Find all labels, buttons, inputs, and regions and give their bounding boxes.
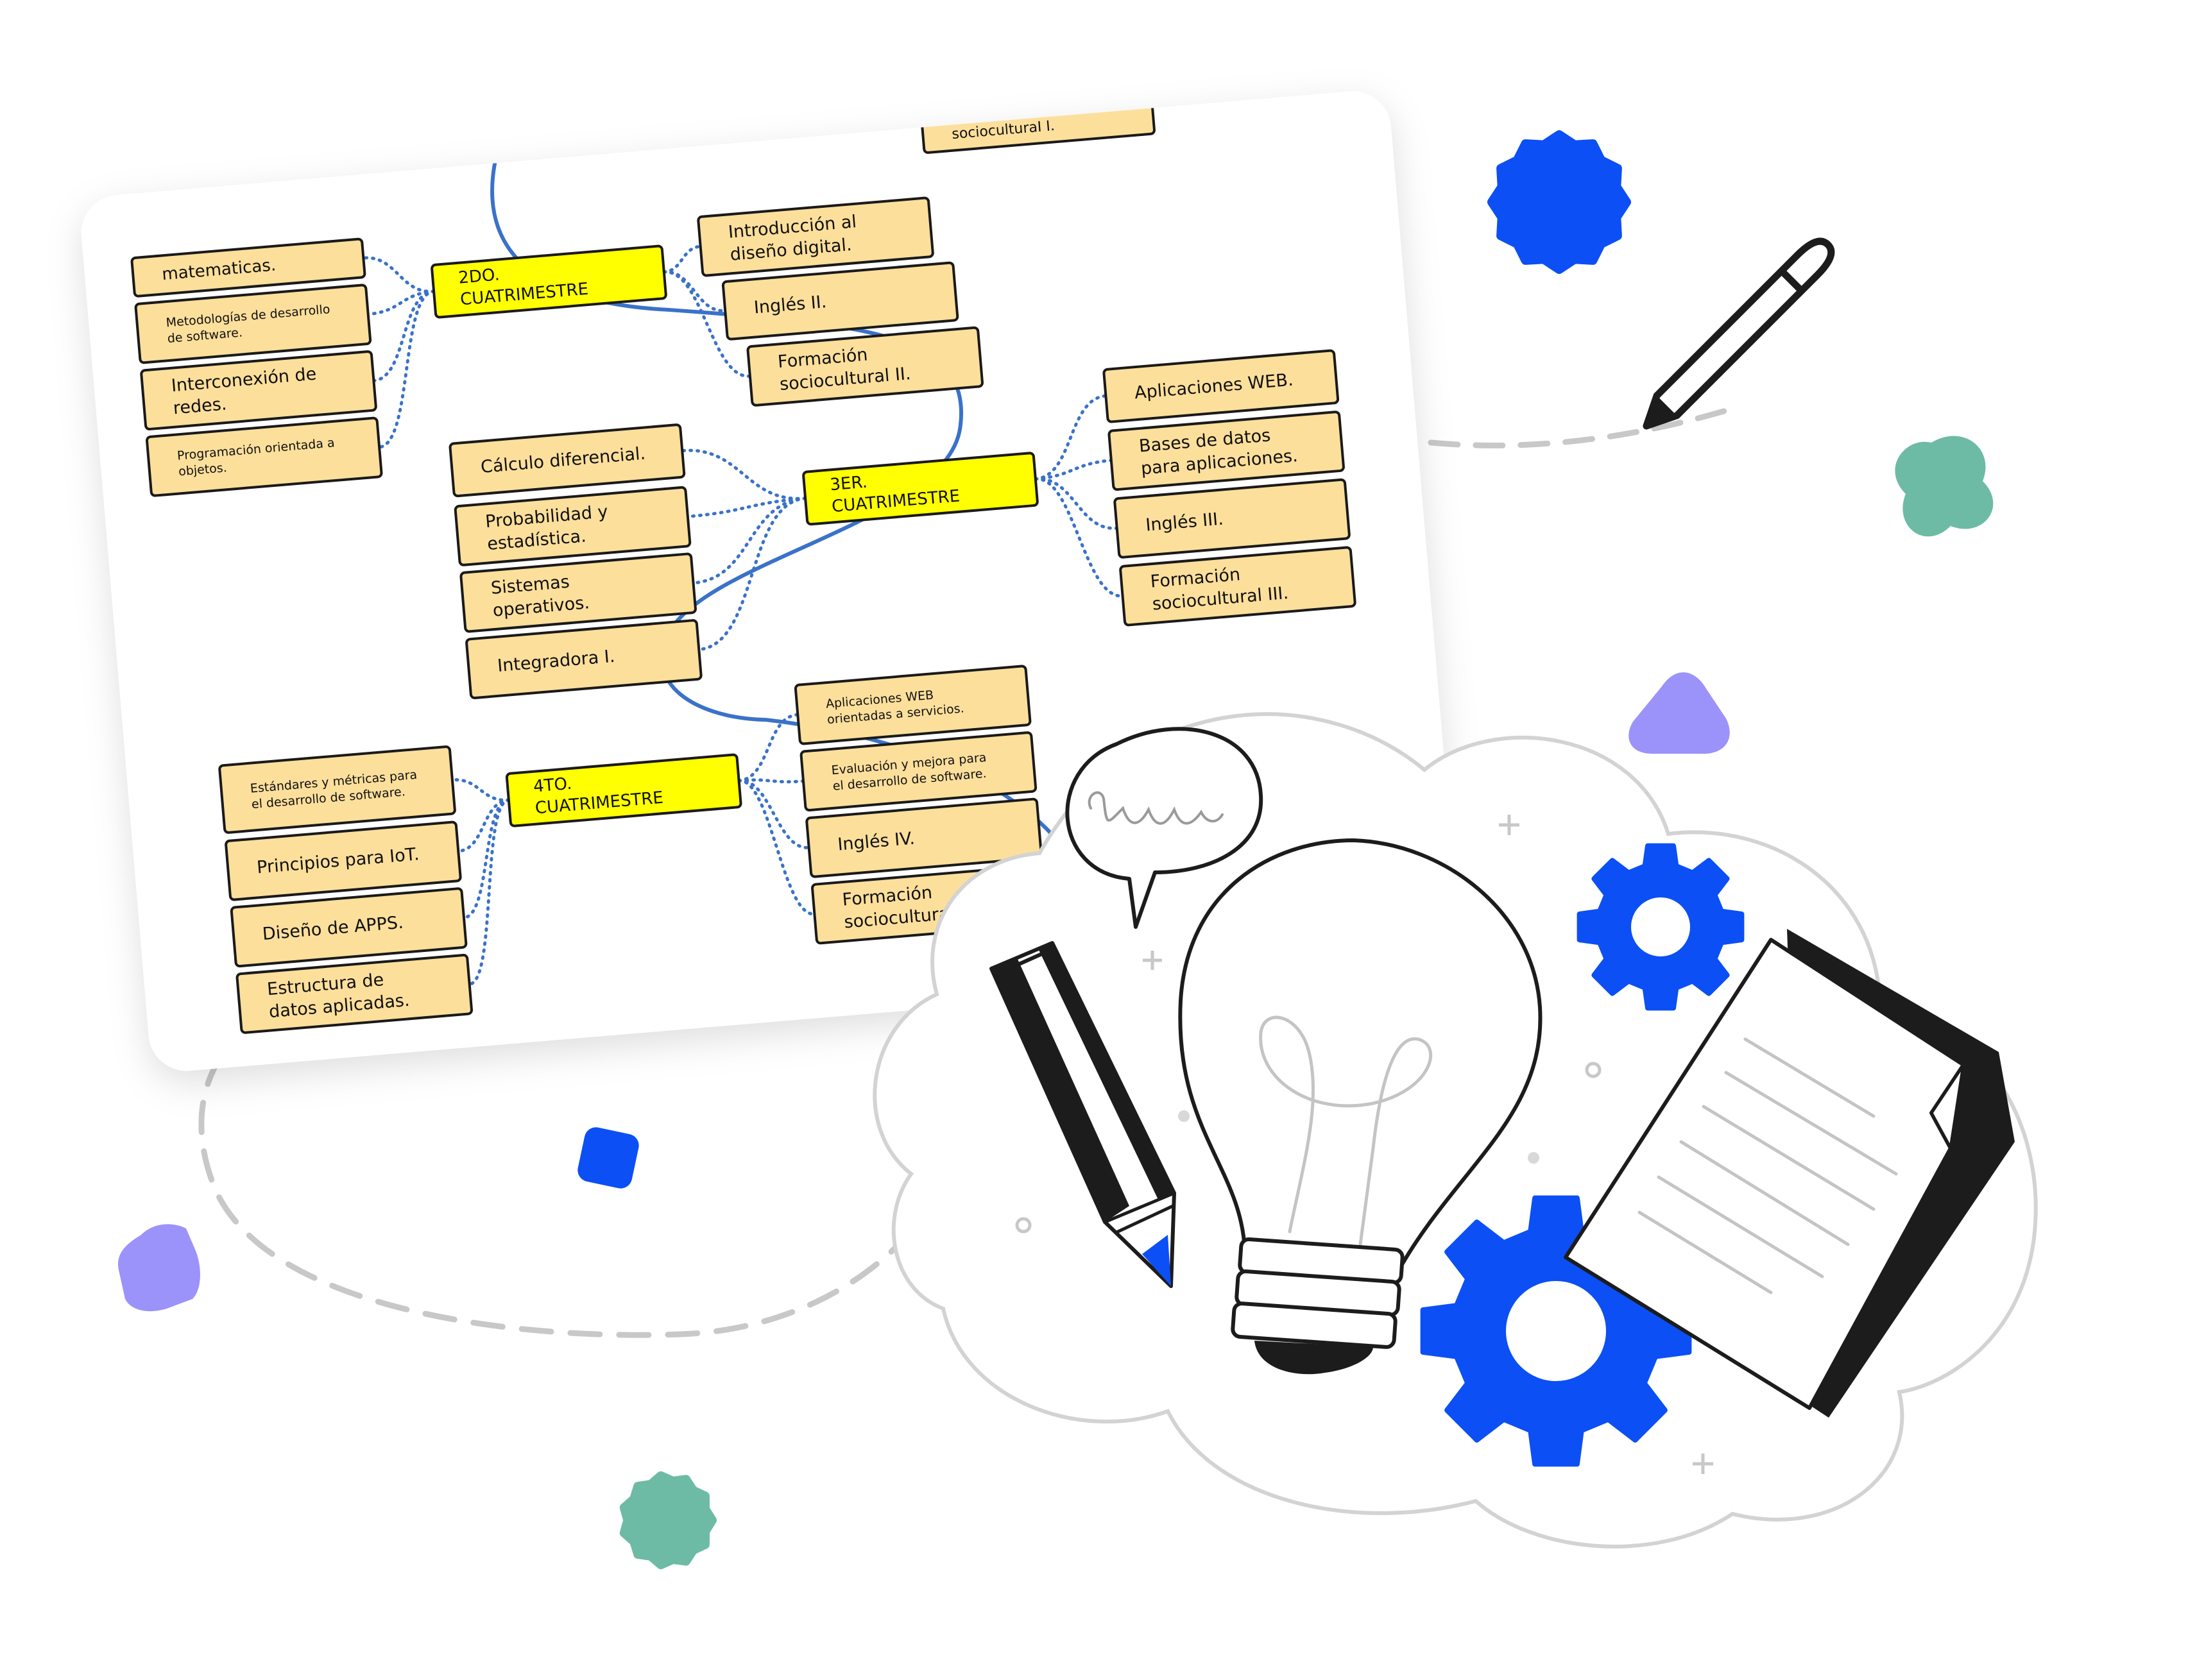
topic-node-box [1107, 411, 1345, 491]
topic-node-box [1102, 349, 1340, 423]
connector-line [692, 496, 807, 585]
connector-line [361, 256, 436, 293]
dashed-path-top [1428, 407, 1729, 448]
semester-hub-label: 3ER. [829, 473, 868, 495]
topic-node[interactable]: Aplicaciones WEB. [1102, 349, 1340, 423]
semester-hub-box [431, 244, 667, 319]
topic-node[interactable]: Diseño de APPS. [230, 887, 468, 968]
topic-node[interactable]: Inglés IV. [805, 797, 1043, 878]
topic-node[interactable]: matematicas. [130, 237, 366, 298]
topic-node-box [721, 261, 959, 341]
topic-node-box [799, 731, 1038, 811]
purple-pentagon-shape [118, 1224, 200, 1312]
connector-line [1034, 394, 1107, 481]
topic-node-box [225, 820, 462, 901]
topic-node-box [465, 619, 703, 700]
connector-line [450, 778, 511, 802]
connector-line [697, 496, 807, 652]
topic-node-label: redes. [173, 394, 228, 418]
connector-line [662, 244, 703, 274]
topic-node-box [146, 416, 383, 497]
connector-line [1034, 477, 1125, 598]
lightbulb-icon [1178, 838, 1543, 1375]
topic-node-box [230, 887, 468, 968]
connector-line [686, 496, 807, 518]
green-blob-shape [1895, 436, 1994, 537]
topic-node-box [140, 350, 377, 430]
sparkle-decorations [1015, 815, 1713, 1474]
semester-hub-label: 4TO. [533, 774, 572, 797]
blue-badge-shape [1487, 130, 1631, 274]
topic-node-box [805, 797, 1043, 878]
semester-hub[interactable]: 4TO.CUATRIMESTRE [505, 753, 742, 827]
topic-node-box [794, 665, 1032, 745]
document-icon [1564, 929, 2015, 1418]
topic-node[interactable]: Cálculo diferencial. [449, 423, 686, 498]
green-badge-shape [619, 1471, 717, 1570]
topic-node-box [454, 486, 692, 566]
semester-hub-label: 2DO. [457, 265, 500, 287]
topic-node-box [130, 237, 366, 298]
semester-hub-box [505, 753, 742, 827]
connector-line [737, 779, 811, 849]
connector-line [468, 798, 511, 986]
connector-line [680, 448, 807, 500]
semester-hub[interactable]: 2DO.CUATRIMESTRE [431, 244, 667, 319]
semester-hub-box [802, 452, 1039, 526]
connector-line [737, 778, 805, 784]
connector-line [366, 289, 436, 316]
topic-node-box [459, 552, 697, 633]
blue-square-shape [577, 1127, 639, 1189]
topic-node-box [218, 745, 456, 834]
connectors [361, 244, 1125, 986]
semester-hub[interactable]: 3ER.CUATRIMESTRE [802, 452, 1039, 526]
topic-node-box [1119, 546, 1356, 627]
topic-node[interactable]: Inglés III. [1113, 478, 1351, 559]
topic-node[interactable]: Principios para IoT. [225, 820, 462, 901]
topic-node-box [449, 423, 686, 498]
pencil-icon [989, 941, 1176, 1288]
topic-node-box [235, 953, 474, 1034]
connector-line [737, 779, 816, 916]
topic-node[interactable]: Inglés II. [721, 261, 959, 341]
small-pencil-icon [1643, 237, 1835, 430]
gear-icon [1577, 843, 1745, 1011]
topic-node-box [134, 284, 372, 364]
mind-map-nodes: socioculturaI I.matematicas.Metodologías… [130, 100, 1356, 1034]
connector-line [372, 289, 436, 382]
connector-line [462, 798, 511, 920]
topic-node-box [697, 196, 934, 277]
purple-triangle-shape [1628, 672, 1730, 754]
connector-line [662, 270, 752, 378]
speech-bubble-icon [1065, 727, 1263, 929]
topic-node-box [746, 326, 984, 407]
topic-node-box [1113, 478, 1351, 559]
topic-node[interactable]: Integradora I. [465, 619, 703, 700]
connector-line [377, 289, 436, 449]
connector-line [1034, 477, 1119, 530]
